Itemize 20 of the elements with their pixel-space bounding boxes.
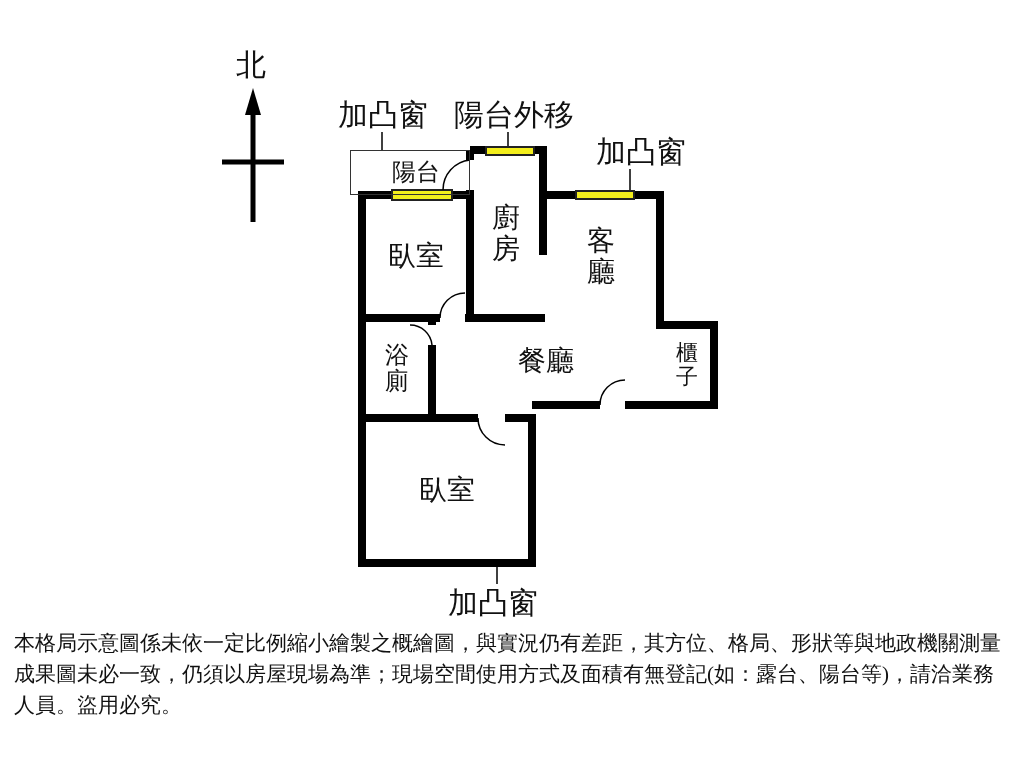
room-name: 臥室	[388, 241, 444, 272]
compass-label: 北	[236, 48, 266, 81]
room-name: 臥室	[419, 475, 475, 506]
window	[575, 190, 635, 200]
room-name: 廚房	[491, 203, 522, 265]
room-name: 浴廁	[383, 341, 411, 395]
window	[485, 146, 535, 156]
bay-window-outline	[350, 150, 470, 195]
leader-line	[507, 131, 509, 147]
callout-label: 陽台外移	[454, 97, 574, 131]
room-name: 櫃子	[674, 340, 700, 390]
callout-label: 加凸窗	[338, 97, 428, 131]
callout-label: 加凸窗	[448, 585, 538, 619]
disclaimer-text: 本格局示意圖係未依一定比例縮小繪製之概繪圖，與實況仍有差距，其方位、格局、形狀等與地政機關測量成果圖未必一致，仍須以房屋現場為準；現場空間使用方式及面積有無登記(如：露台、陽台等)，請洽業務人員。盜用必究。	[14, 630, 1002, 719]
room-name: 餐廳	[518, 346, 574, 377]
room-name: 客廳	[586, 225, 617, 288]
room-name: 陽台	[392, 159, 440, 186]
leader-line	[381, 131, 383, 151]
leader-line	[629, 168, 631, 191]
callout-label: 加凸窗	[596, 134, 686, 168]
